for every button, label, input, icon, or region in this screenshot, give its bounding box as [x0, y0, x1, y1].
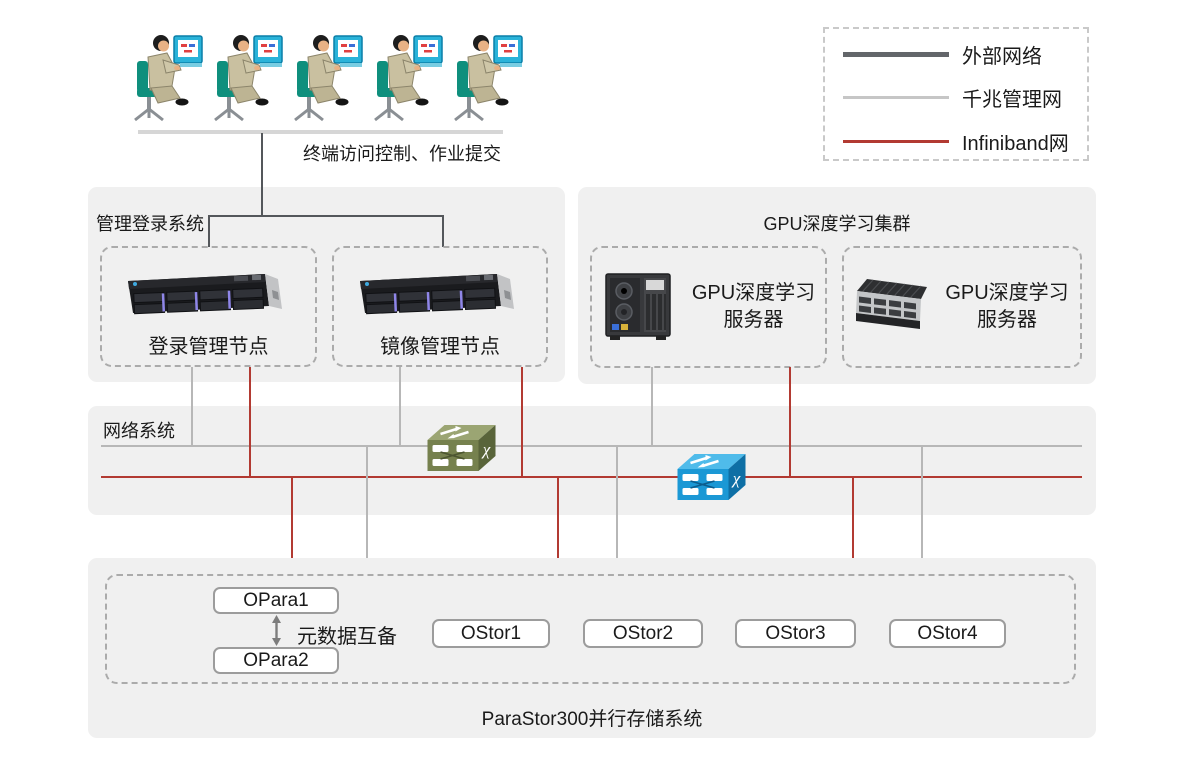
- infiniband-drop-storage-3: [852, 476, 854, 558]
- terminal-caption: 终端访问控制、作业提交: [303, 144, 501, 164]
- infiniband-bus-line: [101, 476, 1082, 478]
- gigabit-bus-line: [101, 445, 1082, 447]
- terminal-users-row: [130, 30, 524, 130]
- opara2-label: OPara2: [243, 649, 309, 671]
- gpu-rack-server-icon: [855, 278, 928, 330]
- management-section-title: 管理登录系统: [96, 214, 204, 234]
- external-link-branch: [208, 215, 444, 217]
- legend-label: Infiniband网: [962, 132, 1069, 155]
- external-network-line-swatch: [843, 51, 949, 57]
- legend: 外部网络 千兆管理网 Infiniband网: [823, 27, 1089, 161]
- legend-item-infiniband: Infiniband网: [843, 127, 1069, 155]
- gpu-node-label-line1: GPU深度学习: [945, 282, 1069, 304]
- infiniband-drop-storage-1: [291, 476, 293, 558]
- user-terminal-icon: [213, 33, 284, 122]
- opara2-node: OPara2: [213, 647, 339, 674]
- infiniband-drop-gpu: [789, 367, 791, 478]
- bidirectional-arrow-icon: [272, 615, 281, 646]
- gigabit-switch-icon: χ: [427, 425, 496, 471]
- ostor3-node: OStor3: [735, 619, 856, 648]
- ostor2-node: OStor2: [583, 619, 703, 648]
- gpu-node-label-line2: 服务器: [723, 309, 784, 331]
- ostor1-node: OStor1: [432, 619, 550, 648]
- gigabit-drop-storage-2: [616, 445, 618, 558]
- login-node-label: 登录管理节点: [148, 336, 269, 358]
- opara1-label: OPara1: [243, 589, 309, 611]
- storage-cluster-box: [105, 574, 1076, 684]
- infiniband-drop-storage-2: [557, 476, 559, 558]
- gigabit-network-line-swatch: [843, 95, 949, 99]
- metadata-backup-label: 元数据互备: [297, 626, 397, 648]
- gpu-node-label-line1: GPU深度学习: [691, 282, 816, 304]
- login-node-box: 登录管理节点: [100, 246, 317, 367]
- mirror-node-label: 镜像管理节点: [380, 336, 500, 358]
- user-terminal-icon: [133, 33, 204, 122]
- gpu-node-label: GPU深度学习 服务器: [945, 280, 1068, 334]
- infiniband-network-line-swatch: [843, 139, 949, 143]
- external-link-drop-left: [208, 215, 210, 247]
- tower-server-icon: [605, 273, 671, 341]
- mirror-node-box: 镜像管理节点: [332, 246, 548, 367]
- rack-server-icon: [359, 273, 515, 315]
- network-section: [88, 406, 1096, 515]
- gigabit-drop-storage-3: [921, 445, 923, 558]
- external-link-drop-right: [442, 215, 444, 247]
- gigabit-drop-mirror: [399, 367, 401, 447]
- user-terminal-icon: [293, 33, 364, 122]
- ostor3-label: OStor3: [765, 622, 826, 644]
- network-section-title: 网络系统: [103, 421, 175, 441]
- infiniband-drop-mirror: [521, 367, 523, 478]
- rack-server-icon: [127, 273, 283, 315]
- gigabit-drop-storage-1: [366, 445, 368, 558]
- storage-section-title: ParaStor300并行存储系统: [481, 709, 703, 730]
- ostor4-label: OStor4: [917, 622, 978, 644]
- legend-label: 外部网络: [962, 45, 1042, 68]
- ostor1-label: OStor1: [460, 622, 522, 644]
- gpu-node-box-2: GPU深度学习 服务器: [842, 246, 1082, 368]
- legend-item-external: 外部网络: [843, 40, 1042, 68]
- legend-label: 千兆管理网: [962, 88, 1062, 111]
- gigabit-drop-gpu: [651, 367, 653, 447]
- gigabit-drop-login: [191, 367, 193, 447]
- opara1-node: OPara1: [213, 587, 339, 614]
- infiniband-switch-icon: χ: [677, 454, 746, 500]
- gpu-node-box-1: GPU深度学习 服务器: [590, 246, 827, 368]
- user-terminal-icon: [373, 33, 444, 122]
- gpu-section-title: GPU深度学习集群: [763, 214, 911, 234]
- gpu-node-label-line2: 服务器: [977, 309, 1037, 331]
- svg-text:χ: χ: [481, 440, 491, 459]
- ostor2-label: OStor2: [612, 622, 674, 644]
- external-link-vertical: [261, 133, 263, 216]
- terminal-bus-line: [138, 130, 503, 134]
- svg-text:χ: χ: [731, 469, 741, 488]
- ostor4-node: OStor4: [889, 619, 1006, 648]
- user-terminal-icon: [453, 33, 524, 122]
- gpu-node-label: GPU深度学习 服务器: [692, 280, 815, 334]
- infiniband-drop-login: [249, 367, 251, 478]
- legend-item-gigabit: 千兆管理网: [843, 83, 1062, 111]
